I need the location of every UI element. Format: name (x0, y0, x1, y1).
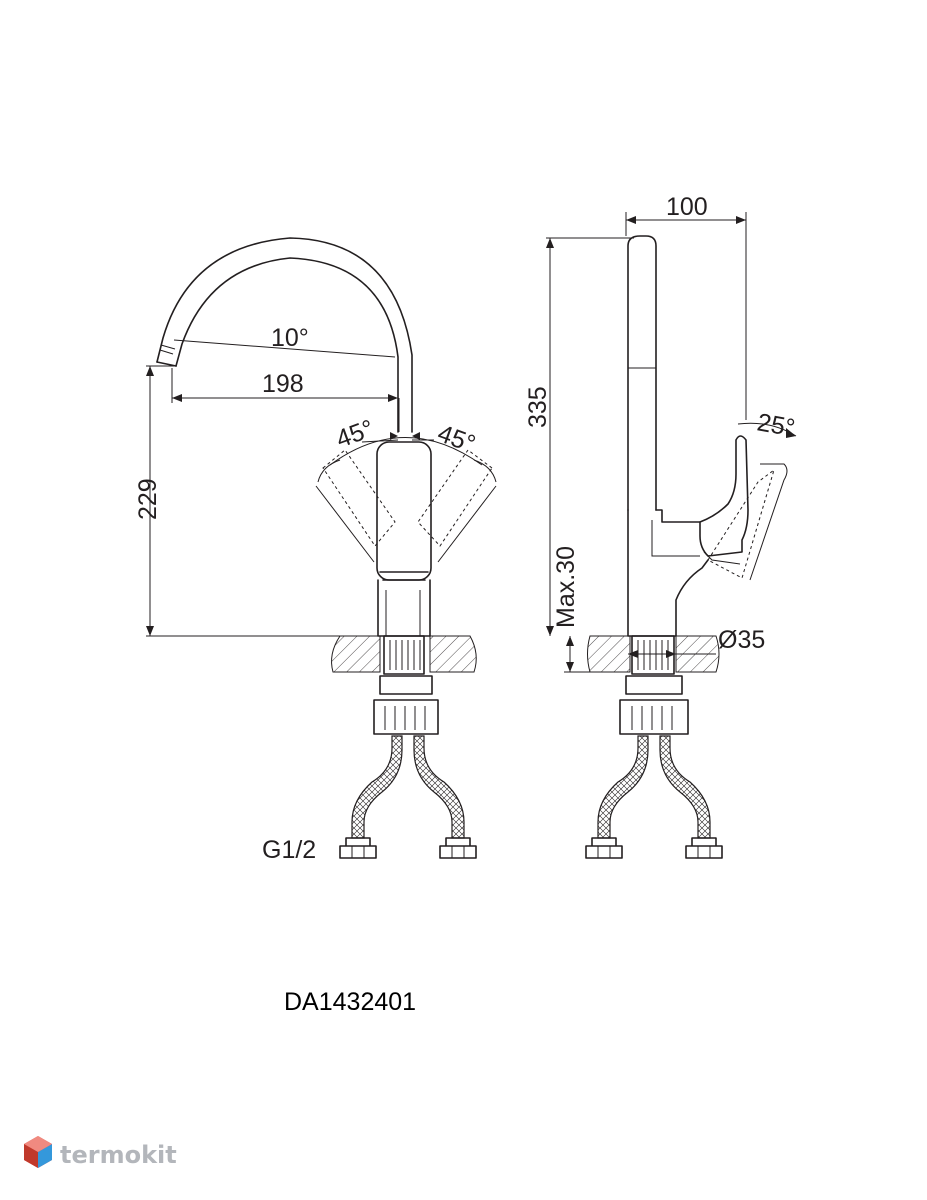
max-countertop-label: Max.30 (552, 546, 580, 628)
lever-side (699, 435, 749, 557)
front-view: 10° 198 229 45° 45° (134, 237, 497, 864)
depth-label: 100 (666, 193, 708, 221)
watermark-brand: termokit (60, 1141, 177, 1169)
spout-reach-label: 198 (262, 370, 304, 398)
thread-size-label: G1/2 (262, 836, 316, 864)
countertop-side (587, 635, 631, 673)
hose-right-side (659, 735, 711, 839)
hose-right-front (413, 735, 465, 839)
countertop-front (331, 635, 381, 673)
spout-inner (175, 257, 399, 433)
side-view: 100 335 25° Max.30 Ø35 (524, 193, 797, 859)
model-code: DA1432401 (284, 988, 416, 1016)
spout-outer (156, 237, 413, 433)
spout-angle-label: 10° (271, 324, 309, 352)
total-height-label: 335 (524, 386, 552, 428)
hose-left-front (351, 735, 403, 839)
spout-height-label: 229 (134, 478, 162, 520)
mixer-handle (376, 441, 432, 581)
base-diameter-label: Ø35 (718, 626, 765, 654)
lever-angle-left-label: 45° (332, 414, 377, 453)
spout-column (627, 235, 657, 511)
cube-logo-icon (24, 1136, 52, 1168)
hose-left-side (597, 735, 649, 839)
lever-tilt-label: 25° (755, 408, 797, 442)
watermark: termokit (24, 1136, 177, 1169)
